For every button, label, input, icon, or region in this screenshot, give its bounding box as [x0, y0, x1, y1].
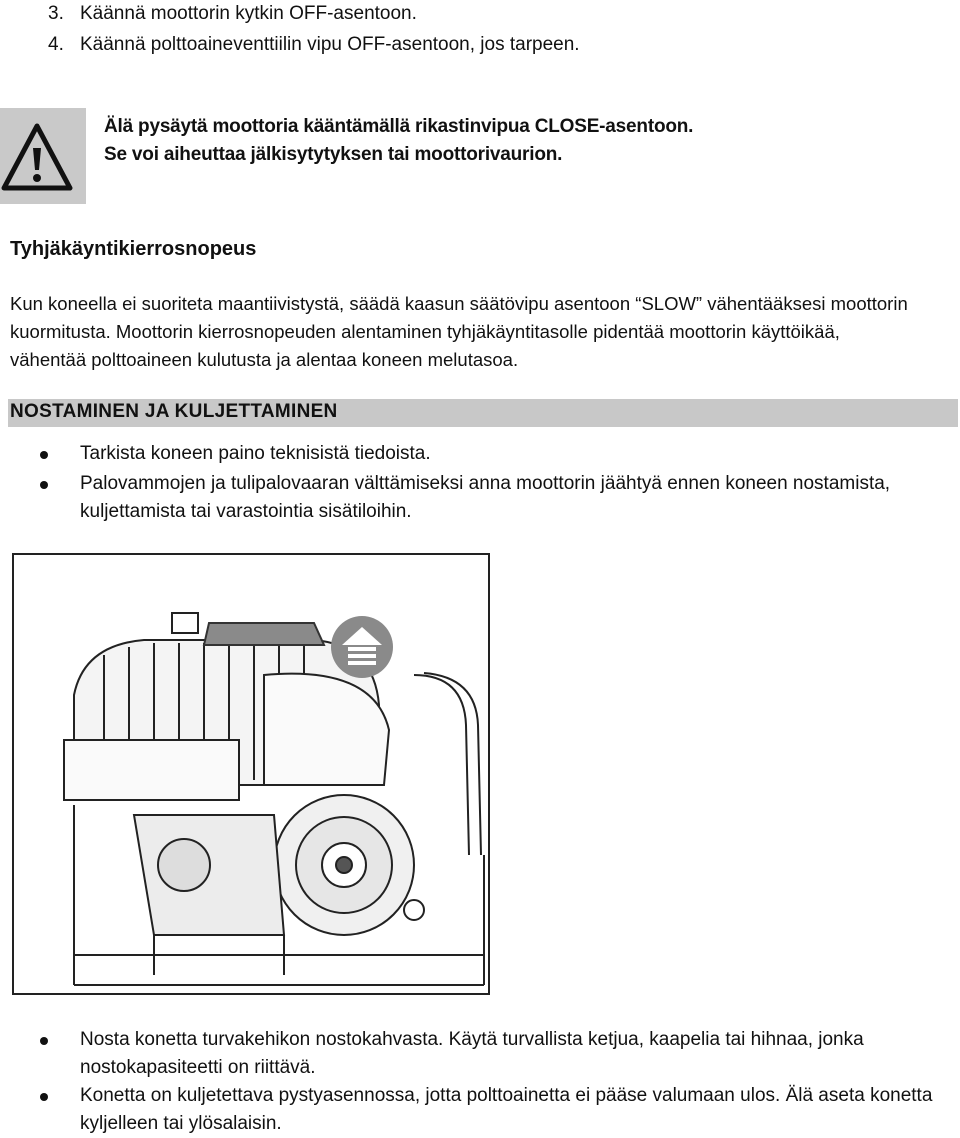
warning-line-2: Se voi aiheuttaa jälkisytytyksen tai moo…: [104, 144, 563, 165]
warning-triangle-icon: [1, 123, 73, 191]
bullet-line: Palovammojen ja tulipalovaaran välttämis…: [80, 473, 891, 494]
bullet-line: kyljelleen tai ylösalaisin.: [80, 1113, 282, 1134]
bullet-line: kuljettamista tai varastointia sisätiloi…: [80, 501, 412, 522]
section-header: NOSTAMINEN JA KULJETTAMINEN: [8, 399, 958, 427]
bullet-dot: [40, 1093, 48, 1101]
warning-panel: [0, 108, 86, 204]
idle-line-1: Kun koneella ei suoriteta maantiivistyst…: [10, 293, 908, 314]
step-text: Käännä polttoaineventtiilin vipu OFF-ase…: [80, 34, 580, 55]
step-number: 4.: [48, 34, 64, 55]
section-title: NOSTAMINEN JA KULJETTAMINEN: [10, 401, 338, 422]
engine-drawing: [63, 612, 485, 986]
idle-heading: Tyhjäkäyntikierrosnopeus: [10, 238, 257, 260]
bullet-dot: [40, 481, 48, 489]
idle-line-3: vähentää polttoaineen kulutusta ja alent…: [10, 349, 519, 370]
bullet-dot: [40, 451, 48, 459]
step-number: 3.: [48, 3, 64, 24]
warning-line-1: Älä pysäytä moottoria kääntämällä rikast…: [104, 116, 694, 137]
step-4: 4. Käännä polttoaineventtiilin vipu OFF-a…: [48, 33, 580, 57]
bullet-dot: [40, 1037, 48, 1045]
machine-illustration: [12, 553, 490, 995]
idle-paragraph: Kun koneella ei suoriteta maantiivistyst…: [10, 290, 960, 374]
bullet-line: Tarkista koneen paino teknisistä tiedois…: [80, 443, 431, 464]
lift-point-icon: [331, 616, 393, 678]
step-text: Käännä moottorin kytkin OFF-asentoon.: [80, 3, 417, 24]
bullet-line: nostokapasiteetti on riittävä.: [80, 1057, 316, 1078]
step-3: 3. Käännä moottorin kytkin OFF-asentoon.: [48, 2, 417, 26]
bullet-line: Konetta on kuljetettava pystyasennossa, …: [80, 1085, 933, 1106]
bullet-line: Nosta konetta turvakehikon nostokahvasta…: [80, 1029, 864, 1050]
idle-line-2: kuormitusta. Moottorin kierrosnopeuden a…: [10, 321, 840, 342]
